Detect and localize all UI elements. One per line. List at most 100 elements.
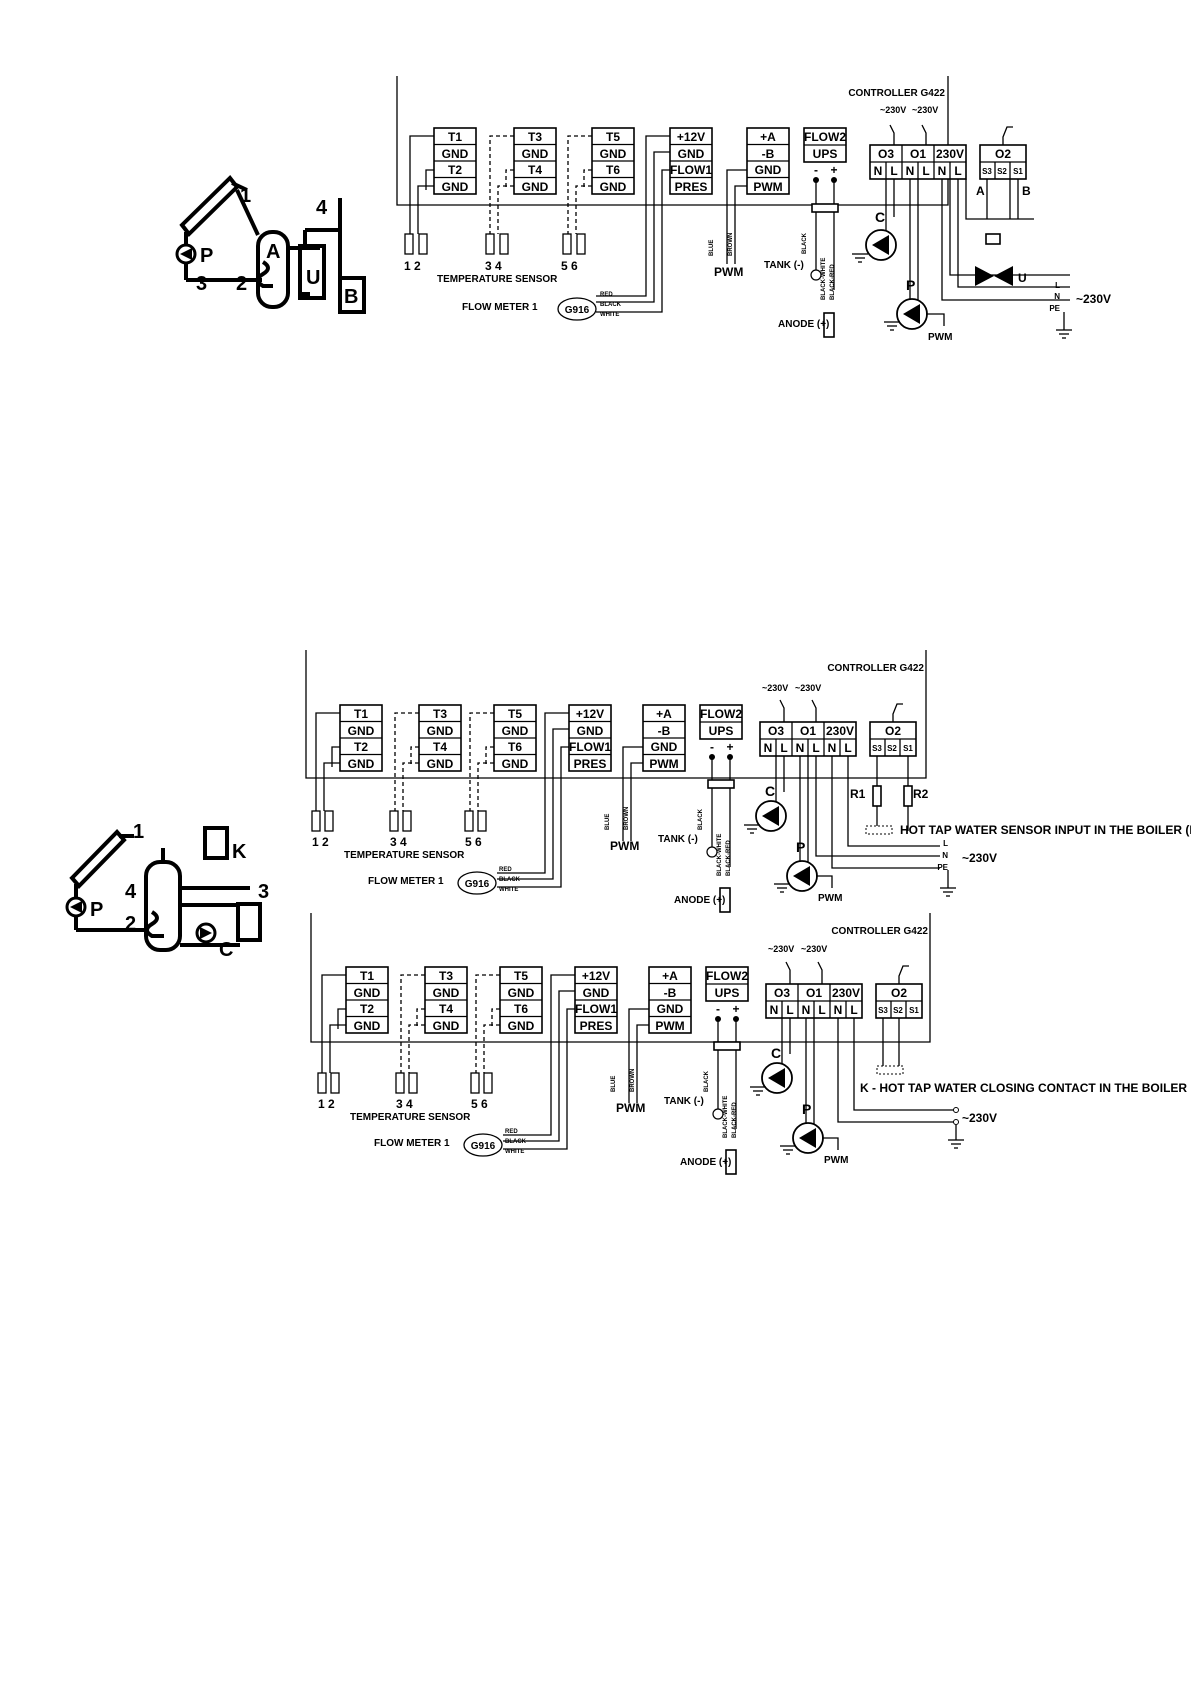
diagram-label: PWM <box>649 757 678 771</box>
relay-block-3: O3 O1 230V N L N L N L O2 S3 S2 S1 ~230V… <box>765 944 923 1019</box>
diagram-label: N <box>938 164 947 178</box>
terminal-t5-t6: T5 GND T6 GND <box>499 966 543 1034</box>
diagram-label: ~230V <box>768 944 794 954</box>
diagram-label: S1 <box>1013 167 1023 176</box>
diagram-label: T1 <box>360 969 374 983</box>
relay-block-1: O3 O1 230V N L N L N L O2 S3 S2 S1 ~230V… <box>869 105 1027 180</box>
diagram-label: BLACK-WHITE <box>723 1096 729 1138</box>
scheme-label-b: B <box>344 286 358 308</box>
diagram-label: G916 <box>565 305 590 316</box>
diagram-label: N <box>942 851 948 860</box>
diagram-1: 1 4 3 2 P A U B CONTROLLER G422 T1 GND T… <box>175 76 1111 343</box>
diagram-label: G916 <box>465 879 490 890</box>
diagram-label: BLUE <box>611 1076 617 1092</box>
diagram-label: -B <box>664 986 677 1000</box>
diagram-label: T6 <box>508 740 522 754</box>
diagram-label: 230V <box>936 147 964 161</box>
diagram-label: ANODE (+) <box>674 895 725 906</box>
diagram-label: S2 <box>887 744 897 753</box>
diagram-label: R2 <box>913 787 929 801</box>
temperature-sensor-label: TEMPERATURE SENSOR <box>437 274 558 285</box>
diagram-label: T1 <box>448 130 462 144</box>
diagram-label: 5 6 <box>465 835 482 849</box>
diagram-label: PRES <box>675 180 708 194</box>
diagram-label: +A <box>760 130 776 144</box>
diagram-label: + <box>726 740 733 754</box>
diagram-label: T1 <box>354 707 368 721</box>
diagram-label: ~230V <box>801 944 827 954</box>
diagram-label: +12V <box>576 707 604 721</box>
diagram-label: 2 <box>125 913 136 935</box>
solar-scheme-1: 1 4 3 2 P A U B <box>175 175 366 314</box>
diagram-label: GND <box>577 724 604 738</box>
diagram-label: N <box>770 1003 779 1017</box>
diagram-label: 1 2 <box>312 835 329 849</box>
diagram-label: BLACK-WHITE <box>821 258 827 300</box>
terminal-flow1: +12V GND FLOW1 PRES <box>574 966 618 1034</box>
diagram-label: T2 <box>360 1002 374 1016</box>
note-hot-tap-contact: K - HOT TAP WATER CLOSING CONTACT IN THE… <box>860 1081 1187 1095</box>
terminal-ab: +A -B GND PWM <box>746 127 790 195</box>
diagram-label: BLUE <box>709 240 715 256</box>
diagram-label: GND <box>600 180 627 194</box>
diagram-label: GND <box>442 147 469 161</box>
diagram-label: L <box>1055 281 1060 290</box>
diagram-label: FLOW2 <box>804 130 846 144</box>
diagram-label: GND <box>427 757 454 771</box>
diagram-label: PWM <box>714 265 743 279</box>
scheme-label-p: P <box>200 245 213 267</box>
solar-scheme-2: 1 4 K 3 2 P C <box>65 821 269 961</box>
diagram-label: BLACK <box>600 302 622 308</box>
diagram-label: T3 <box>439 969 453 983</box>
terminal-flow2: FLOW2 UPS - + <box>705 966 749 1016</box>
terminal-t5-t6: T5 GND T6 GND <box>493 704 537 772</box>
diagram-label: ANODE (+) <box>778 319 829 330</box>
diagram-label: TEMPERATURE SENSOR <box>350 1112 471 1123</box>
diagram-label: - <box>710 740 714 754</box>
diagram-label: O1 <box>806 986 822 1000</box>
diagram-label: PWM <box>616 1101 645 1115</box>
diagram-label: L <box>818 1003 825 1017</box>
diagram-label: T5 <box>514 969 528 983</box>
diagram-label: WHITE <box>499 887 518 893</box>
diagram-label: PWM <box>928 332 952 343</box>
diagram-label: GND <box>522 180 549 194</box>
diagram-label: C <box>765 783 775 799</box>
diagram-label: RED <box>505 1129 518 1135</box>
diagram-label: GND <box>433 1019 460 1033</box>
diagram-label: S2 <box>997 167 1007 176</box>
terminal-flow2: FLOW2 UPS - + <box>699 704 743 754</box>
diagram-label: CONTROLLER G422 <box>831 926 928 937</box>
diagram-label: ANODE (+) <box>680 1157 731 1168</box>
diagram-label: T2 <box>448 163 462 177</box>
diagram-label: TANK (-) <box>764 260 804 271</box>
diagram-label: - <box>716 1002 720 1016</box>
diagram-label: GND <box>348 724 375 738</box>
diagram-label: GND <box>348 757 375 771</box>
diagram-label: O2 <box>891 986 907 1000</box>
diagram-label: -B <box>658 724 671 738</box>
diagram-label: T4 <box>528 163 542 177</box>
diagram-label: RED <box>600 292 613 298</box>
diagram-label: UPS <box>813 147 838 161</box>
diagram-label: N <box>906 164 915 178</box>
diagram-label: PRES <box>580 1019 613 1033</box>
diagram-3: CONTROLLER G422 T1 GND T2 GND T3 GND T4 … <box>310 913 1187 1175</box>
diagram-label: 3 <box>258 881 269 903</box>
diagram-label: 3 4 <box>485 259 502 273</box>
diagram-label: GND <box>522 147 549 161</box>
diagram-label: WHITE <box>600 312 619 318</box>
diagram-label: U <box>1018 271 1027 285</box>
diagram-label: - <box>814 163 818 177</box>
diagram-label: ~230V <box>880 105 906 115</box>
diagram-label: BLACK <box>704 1070 710 1092</box>
diagram-label: T5 <box>508 707 522 721</box>
diagram-label: GND <box>433 986 460 1000</box>
diagram-label: BLACK-WHITE <box>717 834 723 876</box>
diagram-label: O2 <box>885 724 901 738</box>
diagram-label: GND <box>651 740 678 754</box>
scheme-label-3: 3 <box>196 273 207 295</box>
diagram-label: O2 <box>995 147 1011 161</box>
diagram-label: BLACK-RED <box>726 840 732 876</box>
diagram-label: TEMPERATURE SENSOR <box>344 850 465 861</box>
